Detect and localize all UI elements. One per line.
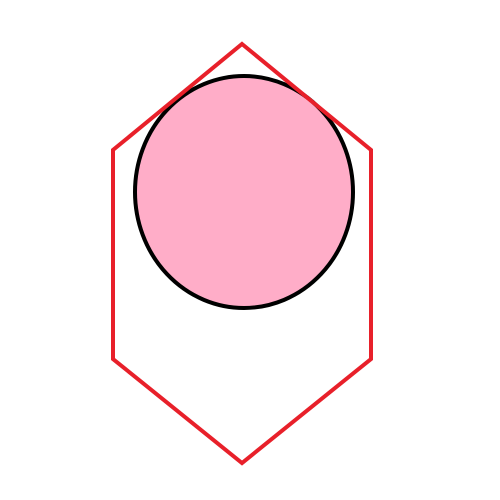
red-hexagon [111,41,373,466]
pink-circle [133,74,355,310]
